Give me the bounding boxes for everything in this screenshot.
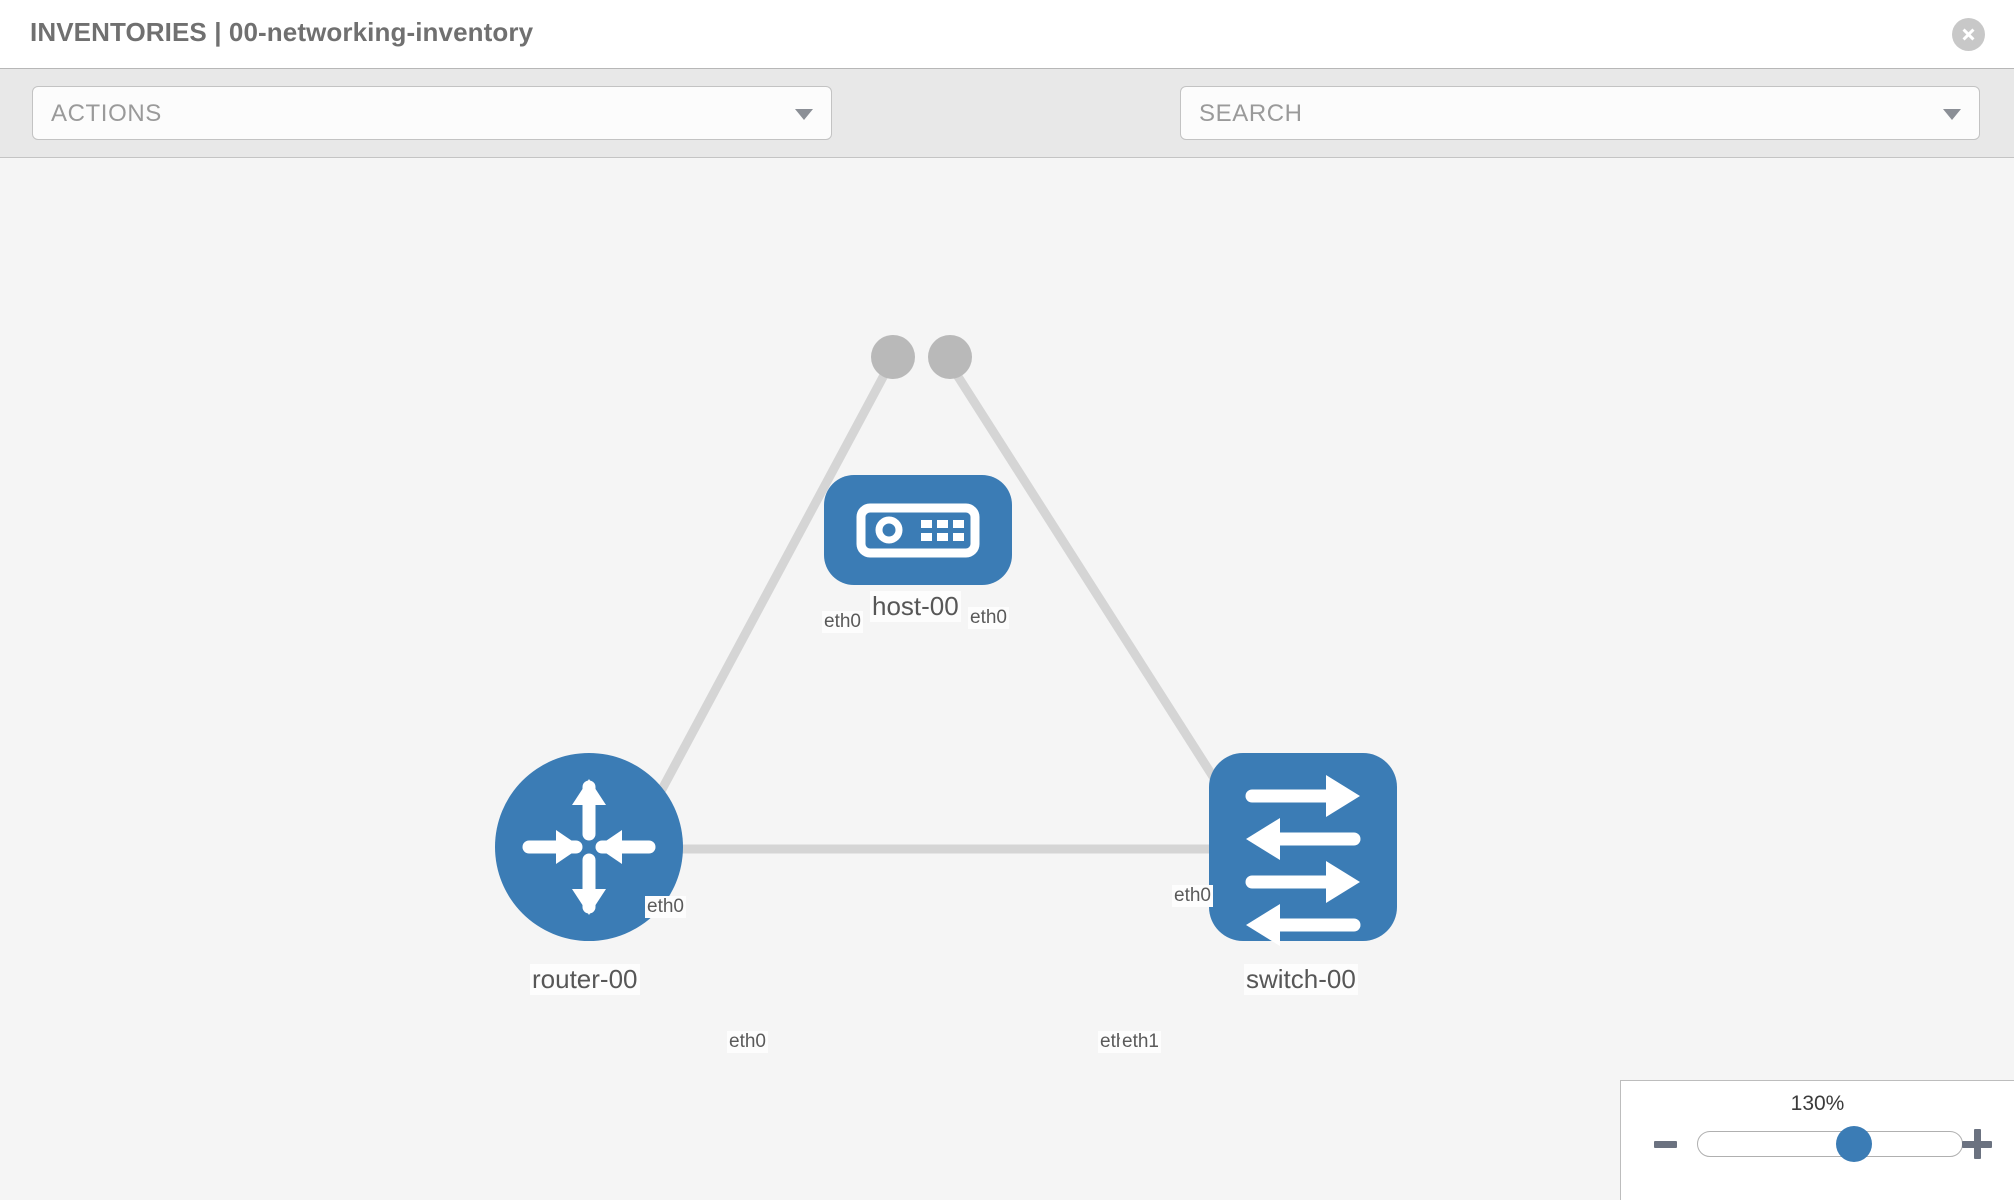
toolbar: ACTIONS SEARCH xyxy=(0,69,2014,190)
chevron-down-icon xyxy=(1943,109,1961,120)
page-header: INVENTORIES | 00-networking-inventory xyxy=(0,0,2014,69)
iface-label-switch00-router00: eth1 xyxy=(1120,1031,1161,1053)
edge-host00-switch00[interactable] xyxy=(946,361,1244,822)
zoom-out-button[interactable] xyxy=(1654,1141,1677,1148)
topology-edges xyxy=(626,361,1244,854)
topology-graph xyxy=(495,335,1397,946)
zoom-slider-track[interactable] xyxy=(1697,1126,1963,1162)
connector-host00-eth0-left[interactable] xyxy=(871,335,915,379)
actions-dropdown-label: ACTIONS xyxy=(51,100,162,127)
zoom-control-panel: 130% xyxy=(1620,1080,2014,1200)
iface-label-router00-host00: eth0 xyxy=(645,896,686,918)
zoom-slider-thumb[interactable] xyxy=(1836,1126,1872,1162)
iface-label-host00-switch00: eth0 xyxy=(968,607,1009,629)
page-title: INVENTORIES | 00-networking-inventory xyxy=(30,17,534,47)
actions-dropdown[interactable]: ACTIONS xyxy=(32,86,832,140)
iface-label-router00-switch00: eth0 xyxy=(727,1031,768,1053)
chevron-down-icon xyxy=(795,109,813,120)
close-icon[interactable] xyxy=(1952,18,1985,51)
node-label-switch-00: switch-00 xyxy=(1244,964,1358,995)
node-switch-00[interactable] xyxy=(1209,753,1397,946)
connector-host00-eth0-right[interactable] xyxy=(928,335,972,379)
node-router-00[interactable] xyxy=(495,753,683,941)
topology-canvas[interactable]: host-00 router-00 switch-00 eth0 eth0 et… xyxy=(0,159,2014,1200)
iface-label-host00-router00: eth0 xyxy=(822,611,863,633)
node-label-host-00: host-00 xyxy=(870,591,961,622)
edge-host00-router00[interactable] xyxy=(626,361,894,852)
node-label-router-00: router-00 xyxy=(530,964,640,995)
zoom-level-value: 130% xyxy=(1790,1092,1845,1115)
search-placeholder: SEARCH xyxy=(1199,100,1303,127)
search-input[interactable]: SEARCH xyxy=(1180,86,1980,140)
node-host-00[interactable] xyxy=(824,475,1012,585)
iface-label-switch00-host00: eth0 xyxy=(1172,885,1213,907)
zoom-in-button[interactable] xyxy=(1962,1129,1992,1159)
